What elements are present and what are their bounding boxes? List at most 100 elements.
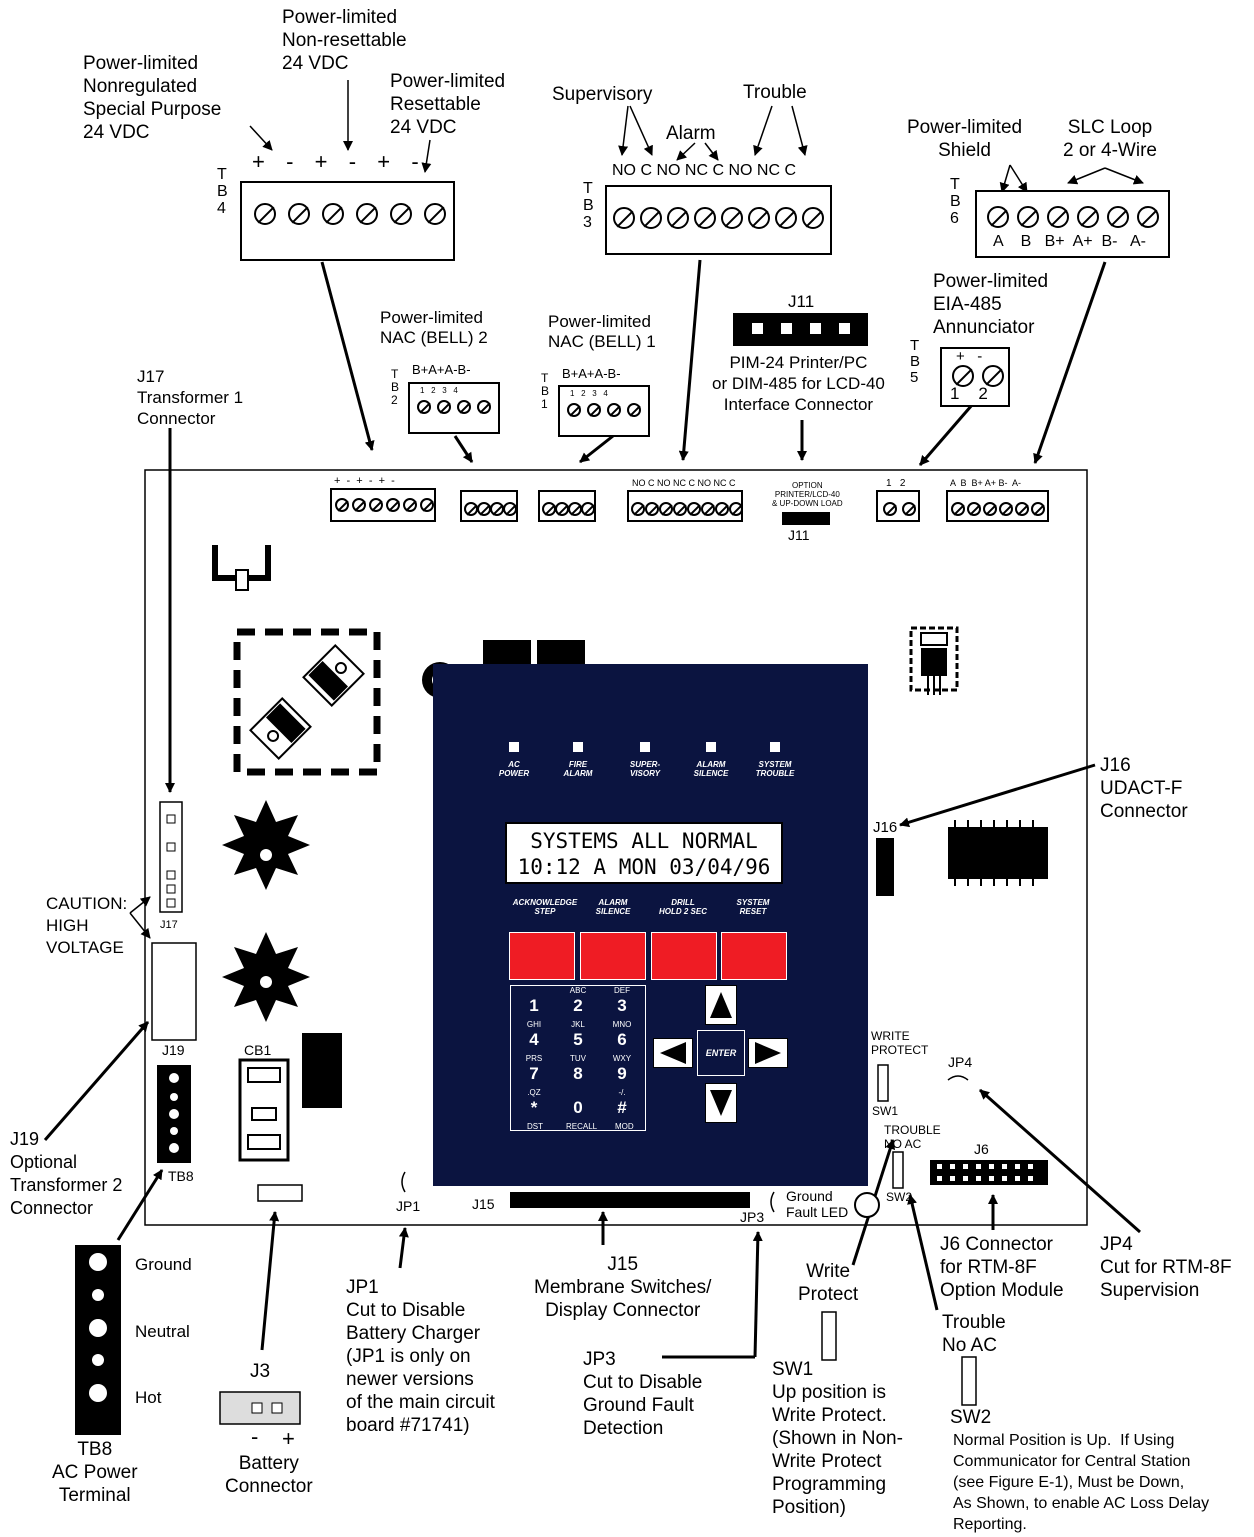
label-ground: Ground [135, 1255, 192, 1274]
key-dst-label: DST [527, 1122, 543, 1131]
alarm-silence-button[interactable] [580, 932, 646, 980]
terminal-block-tb4 [240, 181, 455, 261]
tb5-bottom: 1 2 [950, 384, 988, 403]
label-write-protect: Write Protect [798, 1261, 859, 1305]
tb2-label: T B 2 [391, 367, 400, 407]
board-j11-small: OPTION PRINTER/LCD-40 & UP-DOWN LOAD [772, 481, 843, 508]
board-tb2 [460, 490, 518, 522]
label-tb8-ac-power: TB8 AC Power Terminal [52, 1439, 138, 1506]
battery-plus: + [282, 1426, 295, 1451]
led-label: SUPER- VISORY [629, 760, 661, 778]
enter-key[interactable]: ENTER [697, 1030, 745, 1076]
annunciator-panel: AC POWER FIRE ALARM SUPER- VISORY ALARM … [433, 664, 868, 1186]
key-recall-label: RECALL [566, 1122, 598, 1131]
left-arrow-key[interactable] [653, 1038, 693, 1068]
board-j17: J17 [160, 919, 178, 931]
label-trouble-no-ac: Trouble No AC [942, 1312, 1006, 1356]
label-j16: J16 UDACT-F Connector [1100, 755, 1188, 822]
label-nac1: Power-limited NAC (BELL) 1 [548, 312, 656, 351]
label-jp1: JP1 Cut to Disable Battery Charger (JP1 … [346, 1277, 495, 1436]
main-circuit-board [144, 469, 1088, 1226]
lcd-line-2: 10:12 A MON 03/04/96 [517, 855, 771, 879]
board-write-protect: WRITE PROTECT [871, 1029, 929, 1057]
label-sw2: SW2 [950, 1407, 992, 1428]
board-ground-fault-led: Ground Fault LED [786, 1188, 849, 1220]
label-j11-title: J11 [788, 292, 815, 311]
label-j11-desc: PIM-24 Printer/PC or DIM-485 for LCD-40 … [712, 353, 885, 414]
tb6-signs: A B B+ A+ B- A- [993, 233, 1146, 250]
label-sw2-note: Normal Position is Up. If Using Communic… [953, 1432, 1210, 1533]
board-tb6 [946, 490, 1049, 522]
board-j11: J11 [788, 527, 810, 543]
right-arrow-key[interactable] [748, 1038, 788, 1068]
tb3-label: T B 3 [583, 180, 594, 231]
board-jp1: JP1 [396, 1198, 421, 1214]
lcd-display: SYSTEMS ALL NORMAL 10:12 A MON 03/04/96 [505, 822, 783, 884]
board-j15: J15 [472, 1196, 495, 1212]
tb4-signs: + - + - + - [252, 149, 422, 174]
terminal-block-tb2: 1 2 3 4 [408, 382, 500, 434]
terminal-block-tb6: A B B+ A+ B- A- [975, 190, 1170, 258]
board-trouble-no-ac: TROUBLE NO AC [884, 1123, 941, 1151]
led-fire-alarm [573, 742, 583, 752]
led-ac-power [509, 742, 519, 752]
tb5-label: T B 5 [910, 337, 921, 386]
board-j19: J19 [162, 1042, 185, 1058]
tb6-label: T B 6 [950, 176, 961, 227]
key-star[interactable]: .QZ* [527, 1088, 541, 1117]
label-jp3: JP3 Cut to Disable Ground Fault Detectio… [583, 1349, 703, 1439]
board-tb4 [330, 488, 436, 522]
up-arrow-key[interactable] [705, 985, 737, 1025]
board-tb8: TB8 [168, 1168, 194, 1184]
board-tb1 [538, 490, 596, 522]
system-reset-button[interactable] [721, 932, 787, 980]
label-battery-connector: Battery Connector [225, 1453, 313, 1497]
label-neutral: Neutral [135, 1322, 190, 1341]
label-sw1: SW1 Up position is Write Protect. (Shown… [772, 1359, 903, 1518]
terminal-block-tb3 [605, 185, 832, 255]
board-tb6-signs: A B B+ A+ B- A- [950, 478, 1022, 488]
led-label: FIRE ALARM [563, 760, 593, 778]
board-tb5 [876, 490, 920, 522]
down-arrow-key[interactable] [705, 1083, 737, 1123]
tb3-signs: NO C NO NC C NO NC C [612, 162, 796, 179]
button-label: ALARM SILENCE [595, 898, 631, 916]
key-1[interactable]: 1 [529, 996, 539, 1015]
label-jp4: JP4 Cut for RTM-8F Supervision [1100, 1234, 1232, 1301]
label-j15: J15 Membrane Switches/ Display Connector [534, 1254, 712, 1321]
tb2-signs: B+A+A-B- [412, 362, 471, 377]
regulator-area [233, 628, 381, 776]
key-hash[interactable]: -/.# [617, 1088, 627, 1117]
board-sw1: SW1 [872, 1104, 899, 1118]
label-shield: Power-limited Shield [907, 117, 1023, 161]
board-cb1: CB1 [244, 1042, 272, 1058]
label-hot: Hot [135, 1388, 162, 1407]
terminal-block-tb1: 1 2 3 4 [558, 385, 650, 437]
acknowledge-step-button[interactable] [509, 932, 575, 980]
key-mod-label: MOD [615, 1122, 634, 1131]
label-supervisory: Supervisory [552, 84, 653, 105]
board-tb3 [627, 490, 743, 522]
button-label: ACKNOWLEDGE STEP [512, 898, 578, 916]
led-alarm-silence [706, 742, 716, 752]
tb5-top: + - [956, 348, 983, 365]
led-supervisory [640, 742, 650, 752]
label-resettable-24vdc: Power-limited Resettable 24 VDC [390, 71, 506, 138]
label-j19: J19 Optional Transformer 2 Connector [10, 1129, 123, 1218]
board-j16: J16 [873, 819, 898, 836]
label-nac2: Power-limited NAC (BELL) 2 [380, 308, 488, 347]
label-eia485: Power-limited EIA-485 Annunciator [933, 271, 1049, 338]
tb4-label: T B 4 [217, 166, 228, 217]
drill-button[interactable] [651, 932, 717, 980]
key-0[interactable]: 0 [573, 1098, 583, 1117]
label-j6: J6 Connector for RTM-8F Option Module [940, 1234, 1064, 1301]
